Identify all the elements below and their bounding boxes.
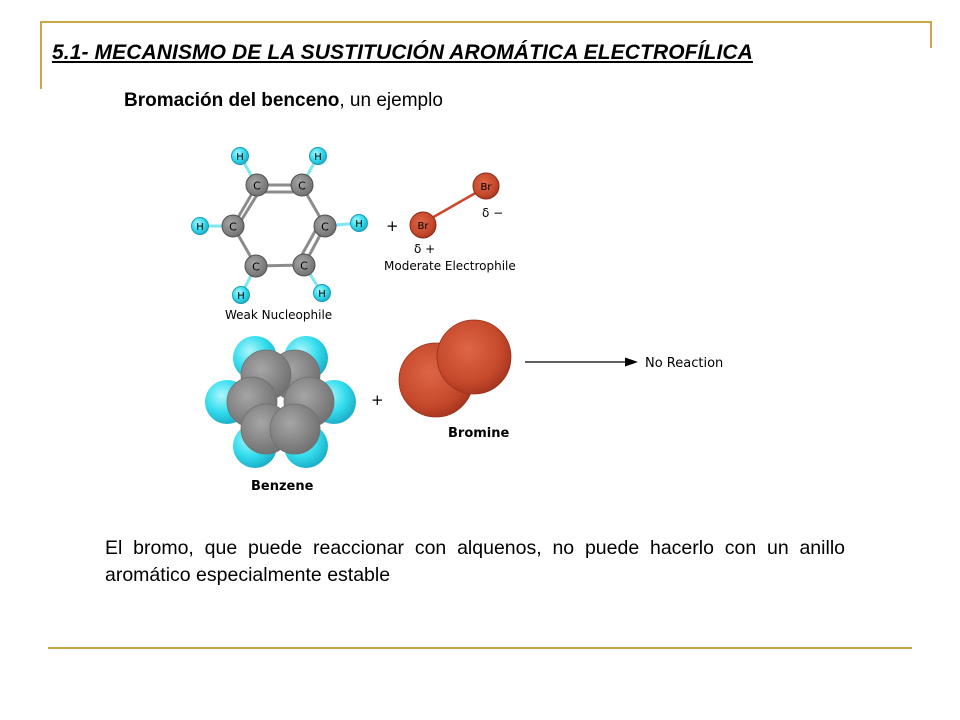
subtitle-bold: Bromación del benceno (124, 90, 340, 111)
arrow-head-icon (625, 357, 638, 367)
hydrogen-symbol: H (196, 222, 204, 233)
slide-title: 5.1- MECANISMO DE LA SUSTITUCIÓN AROMÁTI… (52, 41, 753, 64)
hydrogen-atom: H (350, 214, 368, 232)
carbon-symbol: C (321, 221, 329, 234)
weak-nucleophile-label: Weak Nucleophile (225, 308, 332, 322)
top-rule (40, 21, 932, 23)
delta-plus-label: δ + (414, 242, 435, 256)
benzene-label: Benzene (251, 479, 314, 494)
bromine-atom: Br (409, 211, 437, 239)
carbon-symbol: C (300, 260, 308, 273)
carbon-symbol: C (253, 180, 261, 193)
bromine-symbol: Br (418, 221, 430, 232)
carbon-atom: C (290, 173, 314, 197)
carbon-atom: C (221, 214, 245, 238)
plus-sign-top: + (386, 217, 399, 235)
hydrogen-symbol: H (355, 219, 363, 230)
bromine-atom: Br (472, 172, 500, 200)
benzene-carbons: C C C C C C (221, 173, 337, 278)
moderate-electrophile-label: Moderate Electrophile (384, 259, 516, 273)
benzene-space-filling (205, 336, 356, 468)
top-right-tick (930, 21, 932, 48)
hydrogen-atom: H (191, 217, 209, 235)
hydrogen-atom: H (231, 147, 249, 165)
carbon-atom: C (244, 254, 268, 278)
carbon-atom: C (245, 173, 269, 197)
bottom-rule (48, 647, 912, 649)
hydrogen-atom: H (313, 284, 331, 302)
reaction-figure: C C C C C C H H H H H H Weak Nucleophile… (191, 147, 723, 494)
carbon-symbol: C (298, 180, 306, 193)
hydrogen-symbol: H (314, 152, 322, 163)
hydrogen-symbol: H (237, 291, 245, 302)
hydrogen-symbol: H (236, 152, 244, 163)
hydrogen-atom: H (309, 147, 327, 165)
carbon-atom: C (313, 214, 337, 238)
delta-minus-label: δ − (482, 206, 503, 220)
slide-caption: El bromo, que puede reaccionar con alque… (105, 537, 845, 586)
carbon-symbol: C (252, 261, 260, 274)
carbon-symbol: C (229, 221, 237, 234)
carbon-atom: C (292, 253, 316, 277)
bromine-label: Bromine (448, 426, 510, 441)
slide-subtitle: Bromación del benceno, un ejemplo (124, 90, 443, 112)
benzene-hydrogens: H H H H H H (191, 147, 368, 304)
hydrogen-atom: H (232, 286, 250, 304)
hydrogen-symbol: H (318, 289, 326, 300)
bromine-symbol: Br (481, 182, 493, 193)
plus-sign-bottom: + (371, 391, 384, 409)
top-left-tick (40, 21, 42, 89)
subtitle-rest: , un ejemplo (339, 90, 443, 111)
bromine-space-filling (398, 319, 512, 418)
no-reaction-label: No Reaction (645, 356, 723, 371)
